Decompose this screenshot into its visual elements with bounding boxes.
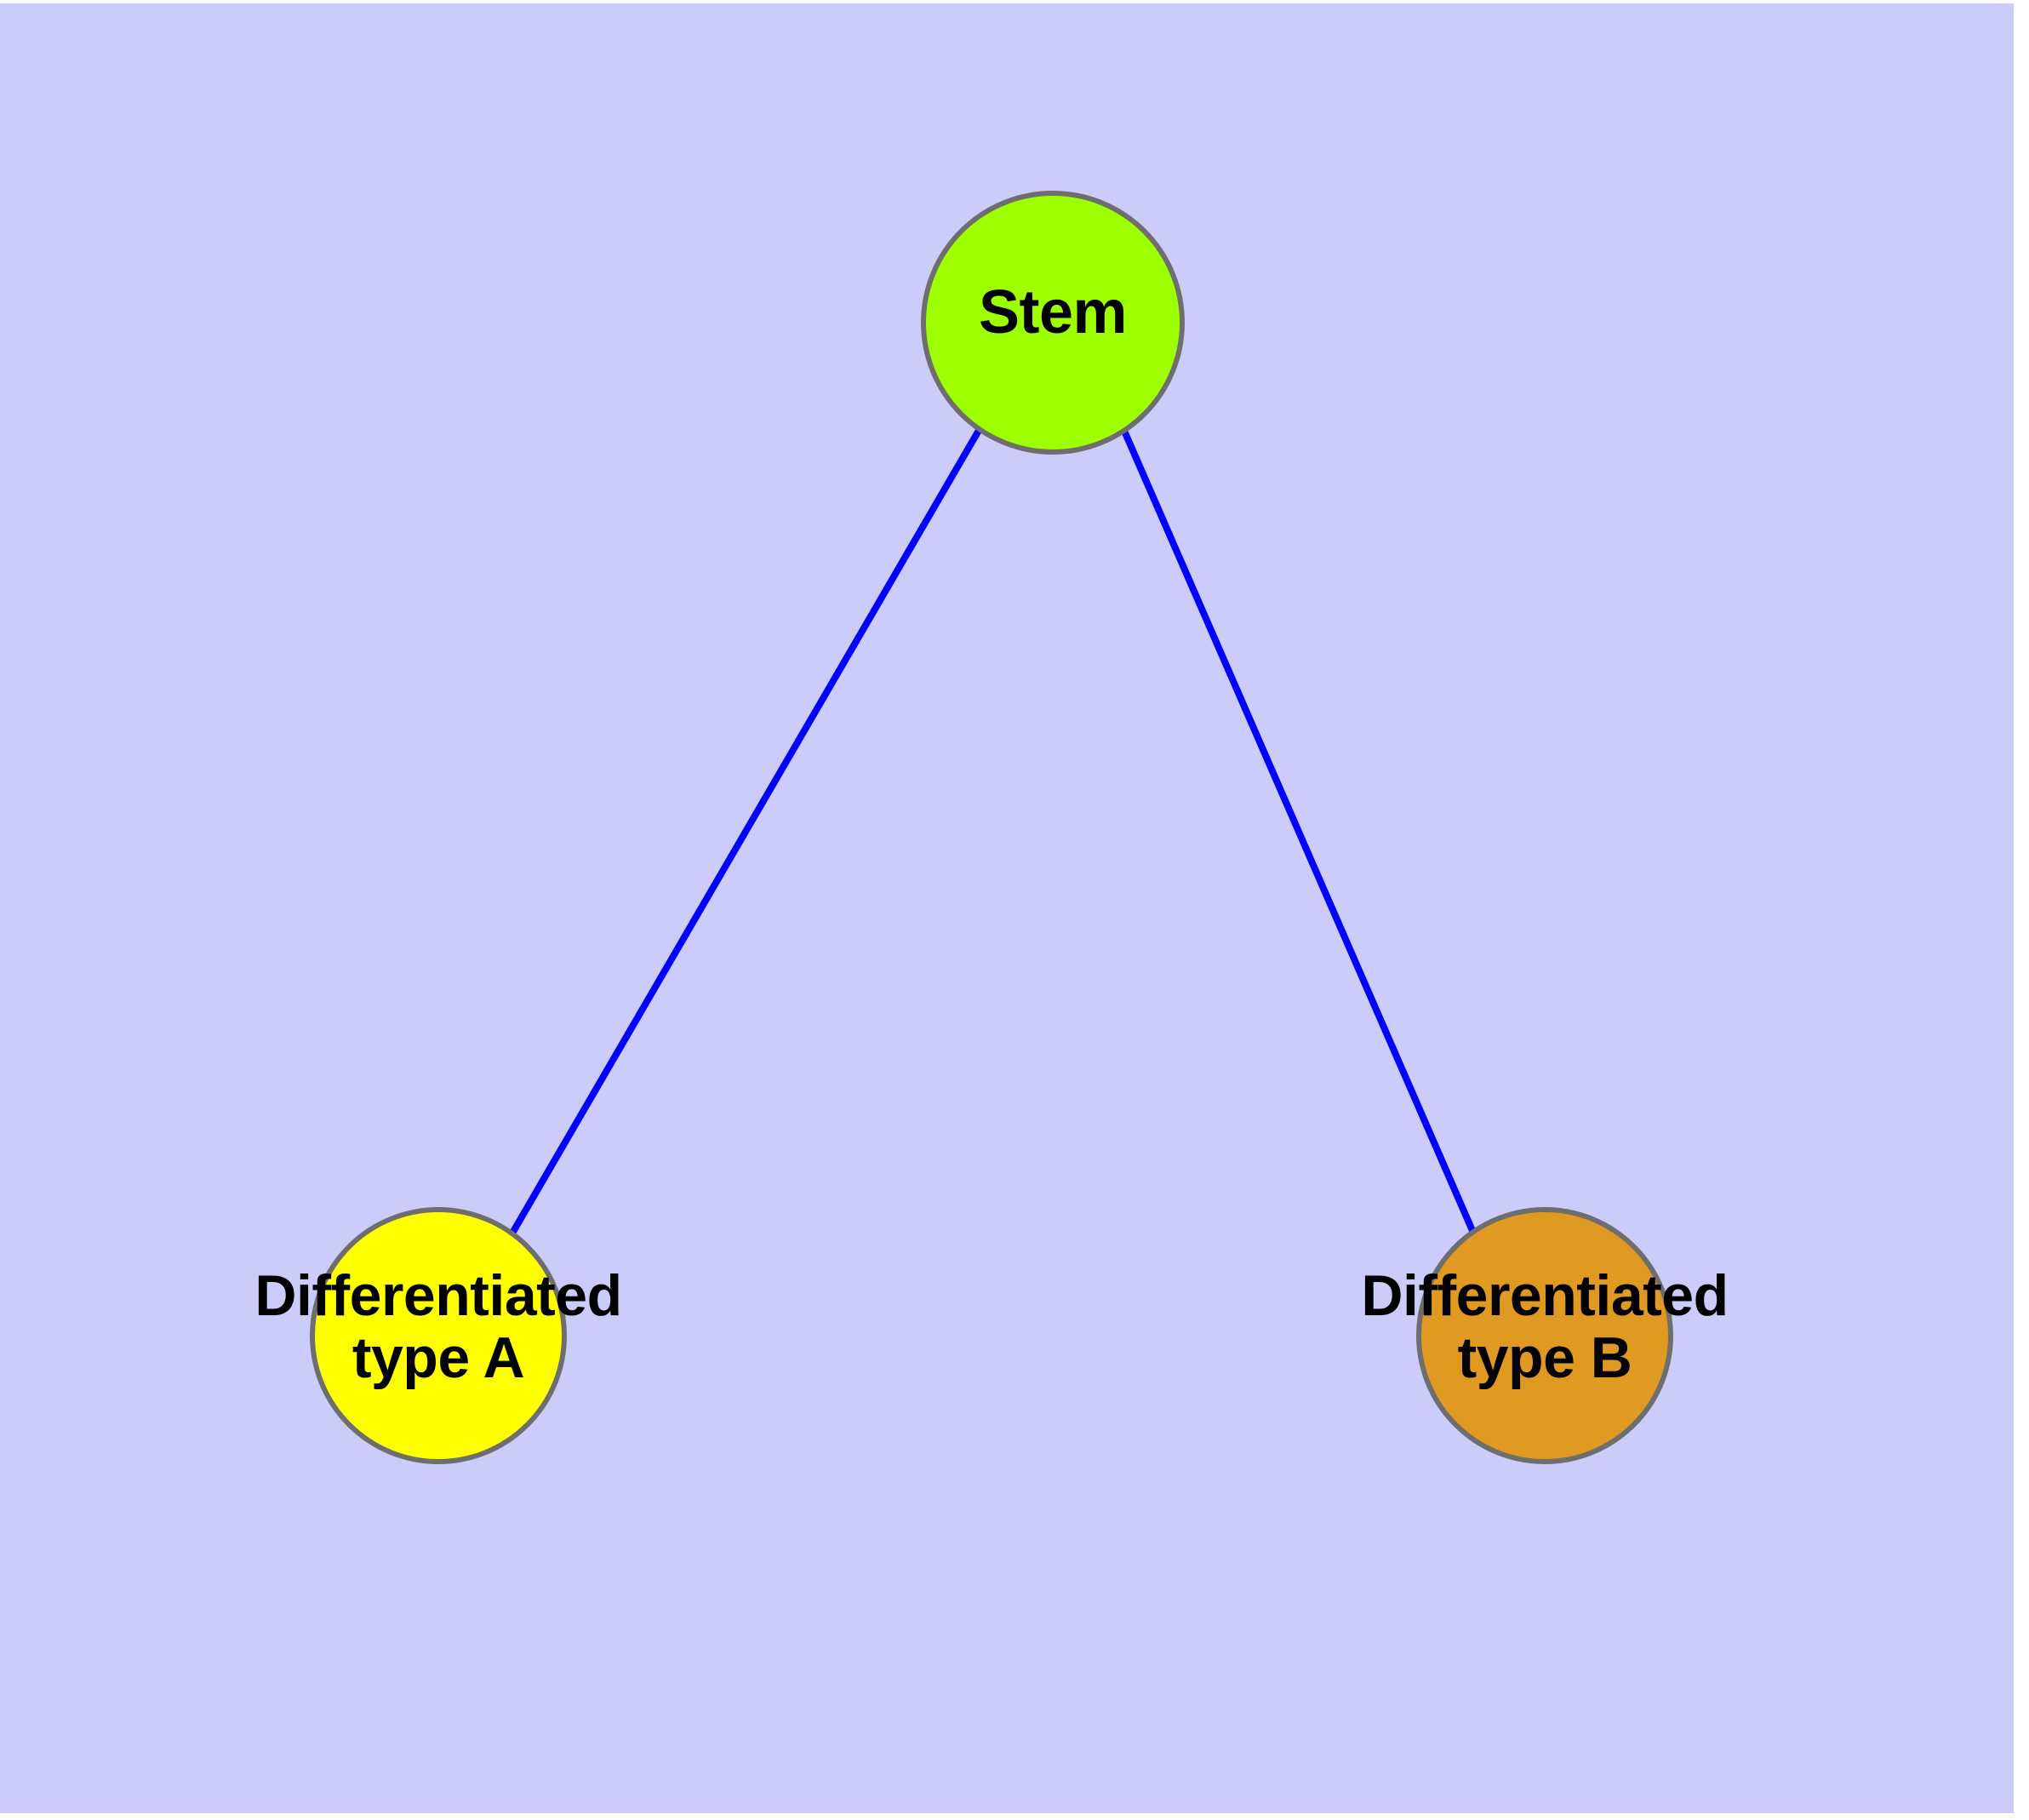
graph-plot-area: Stem Differentiated type A Differentiate… [0,3,2014,1813]
node-stem[interactable] [921,191,1185,455]
node-differentiated-type-a[interactable] [310,1207,567,1464]
node-differentiated-type-b[interactable] [1416,1207,1673,1464]
edge-layer [501,421,1483,1249]
edge-stem-to-differentiated-type-b [1117,421,1483,1248]
edge-stem-to-differentiated-type-a [501,421,986,1249]
